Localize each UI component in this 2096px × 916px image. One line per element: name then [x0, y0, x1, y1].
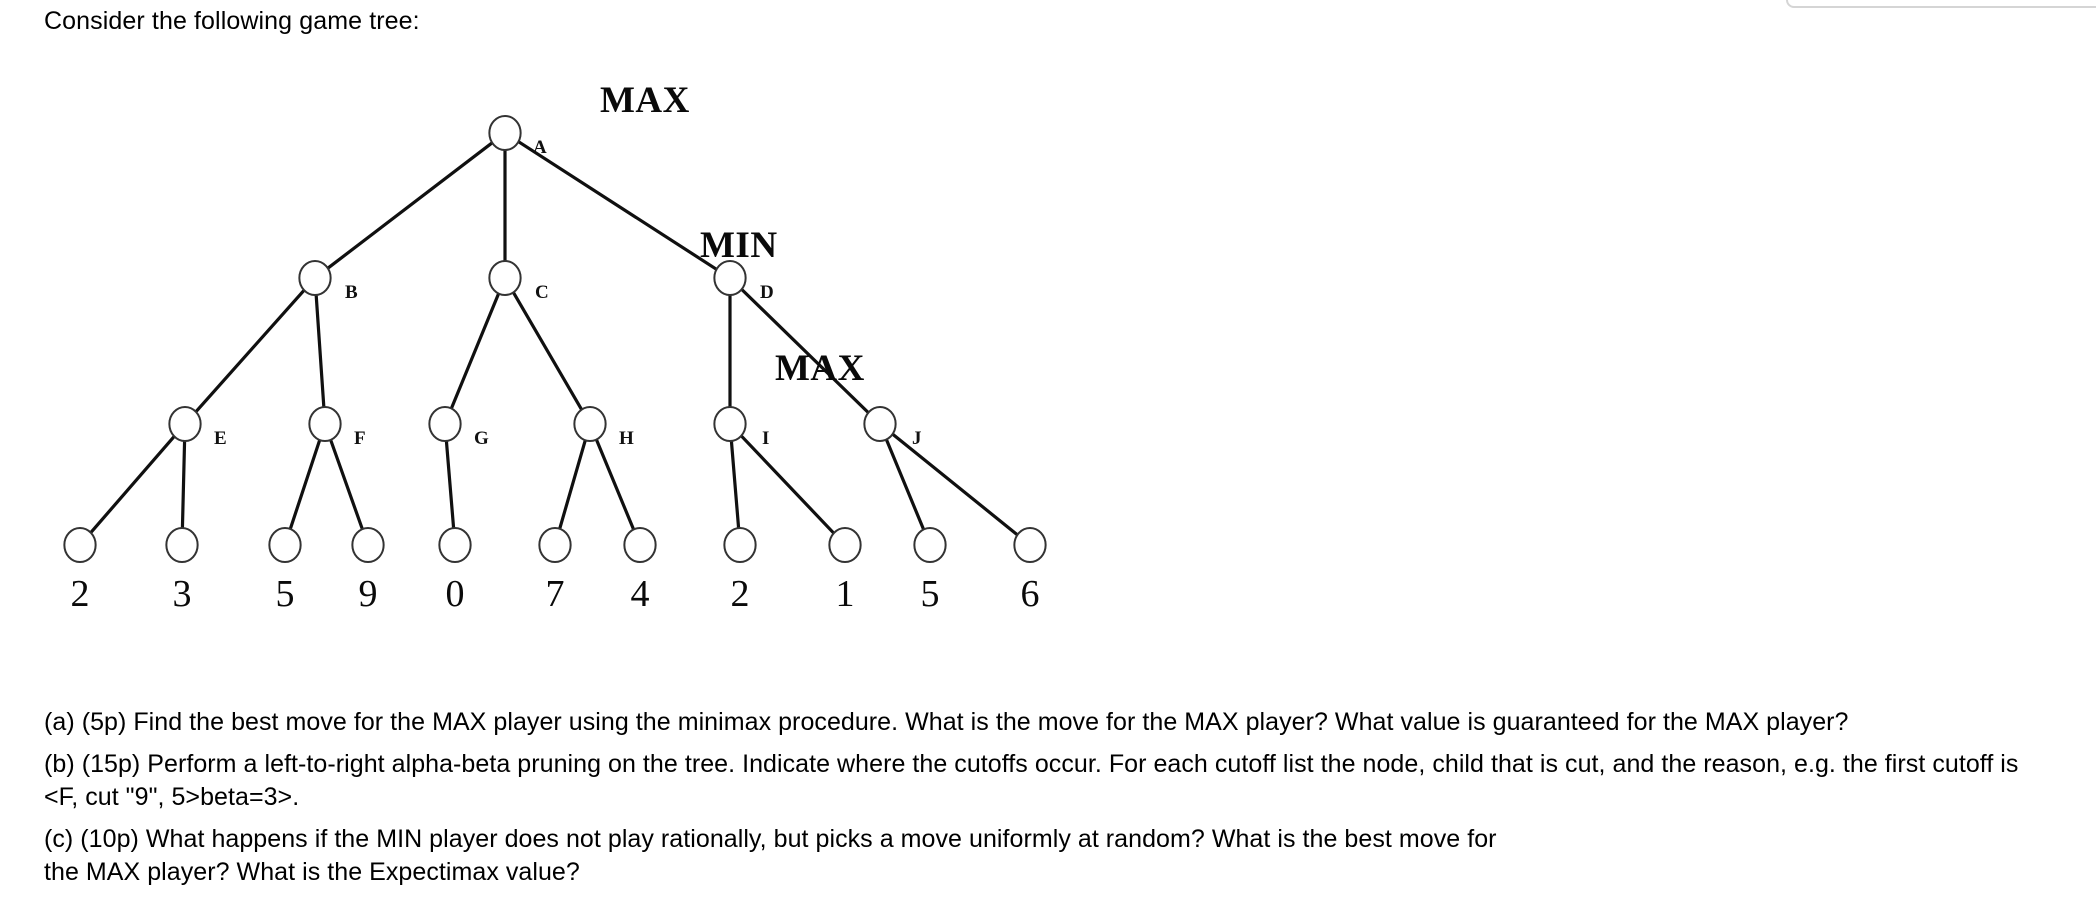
tree-node-H[interactable] — [573, 406, 607, 442]
tree-leaf-node-L7[interactable] — [623, 527, 657, 563]
tree-node-B[interactable] — [298, 260, 332, 296]
tree-node-label-E: E — [214, 428, 227, 449]
leaf-value-L9: 1 — [835, 573, 855, 615]
tree-node-J[interactable] — [863, 406, 897, 442]
tree-edge-J-L11 — [891, 433, 1019, 536]
tree-edge-E-L1 — [89, 435, 176, 534]
tree-leaf-node-L1[interactable] — [63, 527, 97, 563]
clipped-rounded-control[interactable] — [1786, 0, 2096, 8]
tree-edge-B-E — [194, 289, 306, 413]
leaf-value-L1: 2 — [70, 573, 90, 615]
tree-edge-J-L10 — [884, 438, 926, 531]
tree-node-label-I: I — [762, 428, 770, 449]
layer-label-0-max: MAX — [600, 80, 690, 121]
tree-leaf-node-L3[interactable] — [268, 527, 302, 563]
leaf-value-L2: 3 — [172, 573, 192, 615]
leaf-value-L7: 4 — [630, 573, 650, 615]
leaf-value-L3: 5 — [275, 573, 295, 615]
tree-edge-B-F — [314, 293, 326, 409]
tree-node-F[interactable] — [308, 406, 342, 442]
leaf-value-L6: 7 — [545, 573, 565, 615]
tree-node-label-A: A — [533, 137, 547, 158]
tree-node-label-D: D — [760, 282, 774, 303]
layer-label-2-max: MAX — [775, 348, 865, 389]
question-a: (a) (5p) Find the best move for the MAX … — [44, 708, 1849, 736]
tree-node-label-H: H — [619, 428, 634, 449]
tree-leaf-node-L11[interactable] — [1013, 527, 1047, 563]
leaf-value-L8: 2 — [730, 573, 750, 615]
tree-node-E[interactable] — [168, 406, 202, 442]
game-tree-svg — [63, 115, 1047, 563]
tree-edge-H-L6 — [558, 438, 587, 531]
tree-node-label-B: B — [345, 282, 358, 303]
tree-edge-H-L7 — [594, 438, 636, 531]
tree-node-label-J: J — [912, 428, 922, 449]
tree-leaf-node-L10[interactable] — [913, 527, 947, 563]
tree-leaf-node-L5[interactable] — [438, 527, 472, 563]
tree-node-label-F: F — [354, 428, 366, 449]
layer-label-1-min: MIN — [700, 225, 778, 266]
tree-leaf-node-L9[interactable] — [828, 527, 862, 563]
game-tree-figure: A B C D E F G H I J MAX MIN MAX 2 3 5 9 0 7 4 2 1 5 6 — [0, 60, 1150, 660]
tree-leaf-node-L2[interactable] — [165, 527, 199, 563]
tree-edge-I-L9 — [740, 434, 835, 535]
tree-node-A[interactable] — [488, 115, 522, 151]
leaf-value-L11: 6 — [1020, 573, 1040, 615]
tree-edge-E-L2 — [180, 439, 187, 530]
tree-edge-D-J — [740, 288, 870, 414]
tree-node-D[interactable] — [713, 260, 747, 296]
tree-edge-A-D — [517, 140, 718, 271]
questions-block: (a) (5p) Find the best move for the MAX … — [44, 706, 2064, 898]
tree-edge-F-L3 — [288, 438, 322, 531]
tree-edge-F-L4 — [329, 438, 364, 531]
tree-node-C[interactable] — [488, 260, 522, 296]
tree-node-label-G: G — [474, 428, 489, 449]
tree-edge-I-L8 — [729, 439, 741, 530]
leaf-value-L5: 0 — [445, 573, 465, 615]
page-intro-text: Consider the following game tree: — [44, 7, 420, 35]
tree-edge-C-H — [511, 291, 584, 411]
tree-leaf-node-L8[interactable] — [723, 527, 757, 563]
tree-leaf-node-L4[interactable] — [351, 527, 385, 563]
question-b: (b) (15p) Perform a left-to-right alpha-… — [44, 750, 2019, 811]
tree-edge-G-L5 — [444, 439, 456, 530]
tree-edge-C-G — [449, 292, 501, 410]
leaf-value-L10: 5 — [920, 573, 940, 615]
leaf-value-L4: 9 — [358, 573, 378, 615]
question-c: (c) (10p) What happens if the MIN player… — [44, 825, 1497, 886]
tree-leaf-node-L6[interactable] — [538, 527, 572, 563]
tree-node-G[interactable] — [428, 406, 462, 442]
tree-node-I[interactable] — [713, 406, 747, 442]
tree-edge-A-B — [326, 141, 494, 270]
tree-node-label-C: C — [535, 282, 549, 303]
